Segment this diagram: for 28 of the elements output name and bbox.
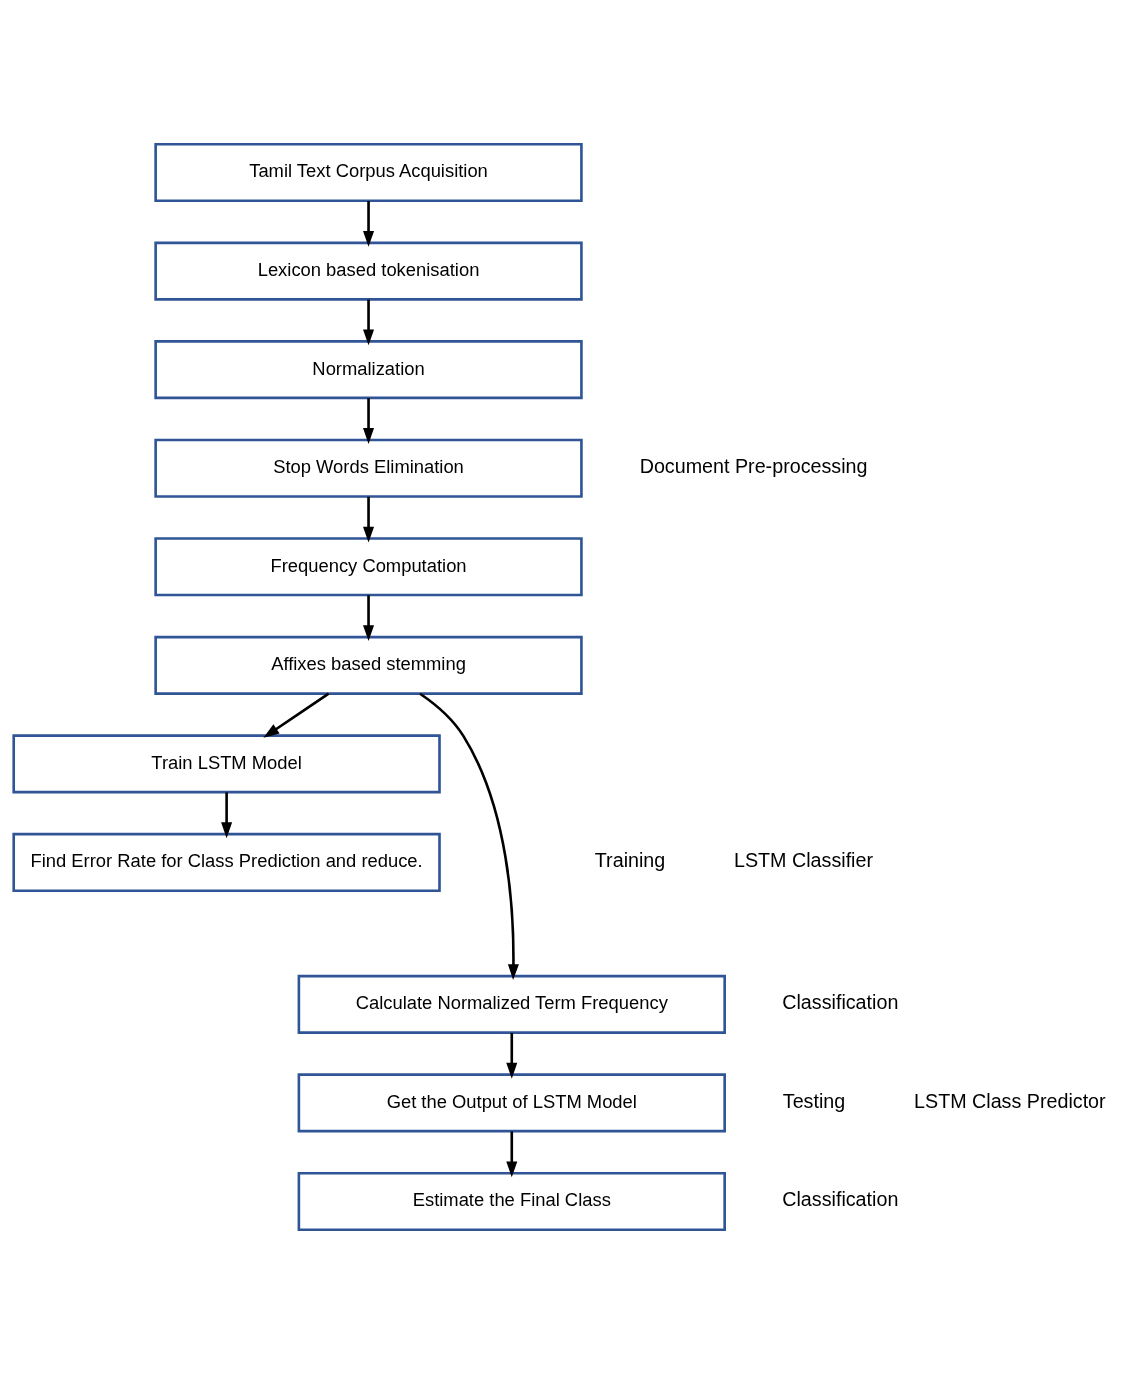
node-box: Tamil Text Corpus Acquisition	[154, 142, 583, 202]
arrow	[263, 692, 330, 738]
node-box: Get the Output of LSTM Model	[297, 1072, 726, 1132]
node-box: Normalization	[154, 339, 583, 399]
label: Classification	[782, 990, 899, 1013]
arrow	[419, 692, 519, 980]
node-box: Lexicon based tokenisation	[154, 241, 583, 301]
arrow	[363, 299, 375, 345]
node-box: Find Error Rate for Class Prediction and reduce.	[12, 832, 441, 892]
label: Classification	[782, 1187, 899, 1210]
node-box: Calculate Normalized Term Frequency	[297, 974, 726, 1034]
label: Document Pre-processing	[639, 454, 868, 477]
label: LSTM Classifier	[733, 848, 874, 871]
node-box: Frequency Computation	[154, 536, 583, 596]
node-box: Estimate the Final Class	[297, 1171, 726, 1231]
arrow	[363, 200, 375, 247]
arrow	[363, 594, 375, 641]
label: LSTM Class Predictor	[914, 1089, 1106, 1112]
arrow	[506, 1032, 518, 1079]
arrow	[506, 1130, 518, 1177]
label: Training	[594, 848, 666, 871]
node-box: Affixes based stemming	[154, 635, 583, 695]
arrow	[363, 496, 375, 542]
arrow	[363, 397, 375, 444]
arrow	[221, 791, 233, 838]
node-box: Train LSTM Model	[12, 733, 441, 793]
label: Testing	[782, 1089, 846, 1112]
node-box: Stop Words Elimination	[154, 438, 583, 498]
